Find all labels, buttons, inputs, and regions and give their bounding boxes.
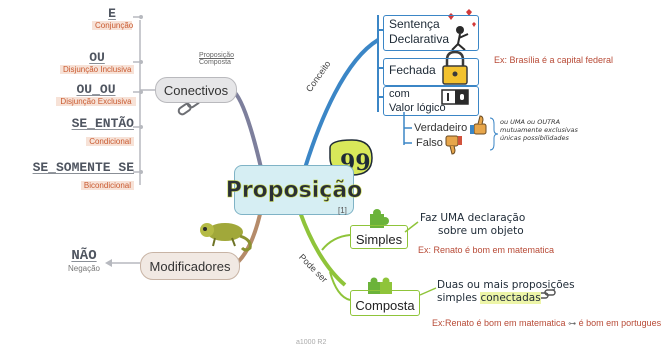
modifier-meaning: Negação xyxy=(67,264,101,273)
connective-meaning: Disjunção Inclusiva xyxy=(60,65,134,74)
edge-center-conceito xyxy=(303,38,380,169)
concept-item-line1: Fechada xyxy=(389,63,436,77)
concept-example: Ex: Brasília é a capital federal xyxy=(494,55,614,65)
concept-item-fechada[interactable]: Fechada xyxy=(383,58,479,86)
center-node[interactable]: Proposição xyxy=(225,165,363,215)
chameleon-icon xyxy=(200,223,252,252)
small-link-icon: ⊶ xyxy=(568,319,577,328)
center-title: Proposição xyxy=(225,177,363,203)
thumbs-up-icon xyxy=(470,115,487,135)
note-line: ou UMA ou OUTRA xyxy=(500,118,561,126)
connective-meaning: Disjunção Exclusiva xyxy=(56,97,136,106)
compound-example: Ex:Renato é bom em matematica ⊶ é bom em… xyxy=(432,318,661,328)
hearts-person-icon xyxy=(448,9,476,51)
edge-podeser-composta xyxy=(329,271,351,301)
edge-center-conectivos xyxy=(230,88,264,173)
compound-desc-line2b: conectadas xyxy=(480,292,541,304)
concept-item-line2: Declarativa xyxy=(389,32,450,46)
concept-item-valor-logico[interactable]: com Valor lógico xyxy=(383,86,479,116)
modificadores-node[interactable]: Modificadores xyxy=(140,252,240,280)
edge-podeser-simples xyxy=(321,234,351,251)
simple-desc-line1: Faz UMA declaração xyxy=(420,212,526,224)
relation-label-2: Composta xyxy=(199,59,231,66)
value-true: Verdadeiro xyxy=(414,122,468,134)
padlock-icon xyxy=(442,50,468,85)
connective-word: SE_ENTÃO xyxy=(71,116,134,131)
concept-item-line2: Valor lógico xyxy=(389,102,446,114)
value-false: Falso xyxy=(416,137,443,149)
compound-description: Duas ou mais proposições simples conecta… xyxy=(437,279,575,305)
connective-word: OU_OU xyxy=(76,82,116,97)
thumbs-down-icon xyxy=(445,135,462,155)
center-badge: [1] xyxy=(338,206,347,215)
note-line: mutuamente exclusivas xyxy=(500,126,578,134)
connective-word: OU xyxy=(89,50,105,65)
compound-example-b: é bom em portugues xyxy=(578,318,661,328)
concept-item-line1: Sentença xyxy=(389,17,440,31)
compound-example-a: Ex:Renato é bom em matematica xyxy=(432,318,566,328)
modificadores-label: Modificadores xyxy=(149,258,231,274)
conectivos-label: Conectivos xyxy=(163,82,229,98)
compound-desc-line1: Duas ou mais proposições xyxy=(437,279,575,291)
connective-item-se-somente-se: SE_SOMENTE SE Bicondicional xyxy=(8,160,134,193)
puzzle-simple-icon xyxy=(370,209,389,228)
relation-label-1: Proposição xyxy=(199,52,235,59)
simple-desc-line2: sobre um objeto xyxy=(438,225,524,237)
connective-word: E xyxy=(108,6,116,21)
note-line: únicas possibilidades xyxy=(500,134,569,142)
connective-word: SE_SOMENTE SE xyxy=(32,160,134,175)
footer-watermark: a1000 R2 xyxy=(296,339,327,346)
switch-icon xyxy=(441,89,469,105)
puzzle-compound-icon xyxy=(368,277,392,294)
connective-meaning: Condicional xyxy=(86,137,134,146)
connective-item-ou: OU Disjunção Inclusiva xyxy=(60,50,134,74)
conectivos-node[interactable]: Conectivos xyxy=(155,77,237,103)
kind-simples-label: Simples xyxy=(355,231,403,247)
connective-meaning: Bicondicional xyxy=(80,181,134,190)
concept-item-sentenca[interactable]: Sentença Declarativa xyxy=(383,15,479,51)
connective-item-e: E Conjunção xyxy=(92,6,133,30)
modifier-word: NÃO xyxy=(71,248,97,264)
conectivos-bracket xyxy=(139,20,155,185)
edge-center-podeser xyxy=(298,211,347,287)
simple-example: Ex: Renato é bom em matematica xyxy=(418,245,555,255)
kind-composta-node[interactable]: Composta xyxy=(350,290,420,316)
values-note: ou UMA ou OUTRA mutuamente exclusivas ún… xyxy=(500,118,578,142)
concept-item-line1: com xyxy=(389,88,410,100)
modifier-item-nao: NÃO Negação xyxy=(62,248,106,273)
connective-item-ou-ou: OU_OU Disjunção Exclusiva xyxy=(56,82,136,106)
kind-simples-node[interactable]: Simples xyxy=(350,225,408,249)
kind-composta-label: Composta xyxy=(355,298,415,313)
simple-description: Faz UMA declaração sobre um objeto xyxy=(420,212,525,238)
connective-item-se-entao: SE_ENTÃO Condicional xyxy=(52,116,134,149)
compound-desc-line2a: simples xyxy=(437,292,478,304)
connective-meaning: Conjunção xyxy=(92,21,133,30)
